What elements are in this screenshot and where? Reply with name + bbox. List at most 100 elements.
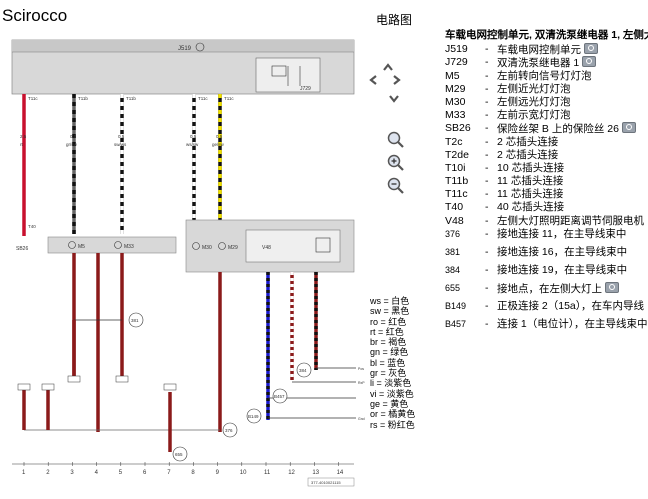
pan-right-icon[interactable] [390, 74, 402, 86]
legend-desc-text: 10 芯插头连接 [497, 161, 565, 174]
camera-icon[interactable] [621, 122, 636, 134]
legend-code: 655 [445, 282, 461, 293]
legend-desc-text: 2 芯插头连接 [497, 135, 559, 148]
svg-text:T40: T40 [28, 224, 36, 229]
box-label-m33: M33 [124, 244, 134, 250]
legend-dash: - [485, 214, 489, 227]
legend-row[interactable]: M29-左侧近光灯灯泡 [445, 83, 648, 96]
legend-row[interactable]: V48-左侧大灯照明距离调节伺服电机 [445, 215, 648, 228]
ground-b457[interactable] [272, 388, 288, 404]
legend-code: M30 [445, 95, 466, 108]
legend-desc: 连接 1（电位计），在主导线束中 [497, 318, 648, 331]
ground-b149-label: B149 [248, 414, 259, 419]
legend-code: J519 [445, 43, 468, 56]
color-key-item: rt = 红色 [370, 326, 404, 337]
ground-b149[interactable] [246, 408, 262, 424]
ground-376[interactable] [222, 422, 238, 438]
conn-label-1: T11c [28, 96, 38, 101]
svg-text:sw/ws: sw/ws [114, 142, 127, 147]
ground-b457-label: B457 [274, 394, 285, 399]
legend-row[interactable]: T40-40 芯插头连接 [445, 201, 648, 214]
legend-row[interactable]: T10i-10 芯插头连接 [445, 162, 648, 175]
ground-384[interactable] [296, 362, 312, 378]
ground-655[interactable] [172, 446, 188, 462]
track-number: 7 [167, 470, 171, 476]
box-label-m5: M5 [78, 244, 85, 250]
color-key-item: gn = 绿色 [370, 347, 409, 358]
ground-381[interactable] [128, 312, 144, 328]
legend-row[interactable]: T11c-11 芯插头连接 [445, 188, 648, 201]
track-number: 3 [70, 470, 74, 476]
pan-up-icon[interactable] [382, 62, 394, 74]
color-key-item: ge = 黄色 [370, 398, 409, 409]
track-number: 10 [240, 470, 247, 476]
legend-dash: - [485, 135, 489, 148]
conn-label-4: T11c [198, 96, 208, 101]
legend-row[interactable]: B457-连接 1（电位计），在主导线束中 [445, 318, 648, 336]
svg-text:ws/sw: ws/sw [186, 142, 199, 147]
legend-row[interactable]: B149-正极连接 2（15a），在车内导线 [445, 300, 648, 318]
legend-code: 376 [445, 228, 461, 239]
side-label-gnd: Gnd [358, 417, 365, 421]
legend-desc: 10 芯插头连接 [497, 162, 564, 175]
legend-row[interactable]: 381-接地连接 16，在主导线束中 [445, 246, 648, 264]
svg-text:0.5: 0.5 [70, 134, 77, 139]
zoom-in-icon[interactable] [386, 153, 406, 173]
legend-row[interactable]: T2c-2 芯插头连接 [445, 136, 648, 149]
pan-left-icon[interactable] [368, 74, 380, 86]
legend-dash: - [485, 82, 489, 95]
legend-desc-text: 11 芯插头连接 [497, 175, 564, 188]
legend-desc: 接地连接 19，在主导线束中 [497, 264, 627, 277]
legend-row[interactable]: T2de-2 芯插头连接 [445, 149, 648, 162]
legend-row[interactable]: T11b-11 芯插头连接 [445, 175, 648, 188]
legend-row[interactable]: M5-左前转向信号灯灯泡 [445, 70, 648, 83]
pan-down-icon[interactable] [388, 92, 400, 104]
ground-376-label: 376 [225, 428, 233, 433]
legend-desc: 左前转向信号灯灯泡 [497, 70, 592, 83]
side-label-pos: Pos [358, 367, 364, 371]
legend-dash: - [485, 175, 489, 188]
component-box-m5-m33[interactable] [47, 236, 177, 254]
legend-dash: - [485, 43, 489, 56]
svg-text:0.5: 0.5 [190, 134, 197, 139]
legend-desc: 车载电网控制单元 [497, 43, 598, 57]
conn-label-3: T11b [126, 96, 136, 101]
color-key-item: sw = 黑色 [370, 306, 410, 317]
color-key-item: gr = 灰色 [370, 368, 407, 379]
legend-row[interactable]: SB26-保险丝架 B 上的保险丝 26 [445, 122, 648, 135]
legend-dash: - [485, 227, 489, 240]
zoom-fit-icon[interactable] [386, 130, 406, 150]
legend-desc: 左侧大灯照明距离调节伺服电机 [497, 215, 644, 228]
track-number: 1 [22, 470, 26, 476]
svg-text:0.5: 0.5 [118, 134, 125, 139]
camera-icon[interactable] [584, 43, 598, 55]
camera-icon[interactable] [605, 281, 619, 293]
legend-desc-text: 左侧大灯照明距离调节伺服电机 [497, 214, 644, 227]
legend-desc: 左侧近光灯灯泡 [497, 83, 571, 96]
side-label-rxp: RxP [358, 381, 365, 385]
conn-label-5: T11c [224, 96, 234, 101]
legend-code: T11c [445, 188, 468, 201]
legend-row[interactable]: 655-接地点，在左侧大灯上 [445, 281, 648, 300]
legend-dash: - [485, 201, 489, 214]
legend-dash: - [485, 148, 489, 161]
legend-desc-text: 接地连接 19，在主导线束中 [497, 263, 628, 276]
legend-row[interactable]: M30-左侧远光灯灯泡 [445, 96, 648, 109]
track-number: 2 [46, 470, 50, 476]
track-number: 11 [264, 470, 271, 476]
legend-row[interactable]: 384-接地连接 19，在主导线束中 [445, 264, 648, 282]
track-number: 4 [95, 470, 99, 476]
legend-code: B457 [445, 318, 467, 329]
legend-desc-text: 接地连接 16，在主导线束中 [497, 245, 628, 258]
legend-desc: 接地连接 11，在主导线束中 [497, 228, 626, 241]
track-number: 5 [119, 470, 123, 476]
legend-row[interactable]: M33-左前示宽灯灯泡 [445, 109, 648, 122]
legend-code: T2de [445, 148, 469, 161]
zoom-out-icon[interactable] [386, 176, 406, 196]
color-key-item: vi = 淡紫色 [370, 388, 414, 399]
legend-desc: 左前示宽灯灯泡 [497, 109, 571, 122]
legend-row[interactable]: J729-双清洗泵继电器 1 [445, 56, 648, 69]
camera-icon[interactable] [582, 56, 597, 68]
legend-row[interactable]: J519 -车载电网控制单元 [445, 43, 648, 56]
legend-row[interactable]: 376 -接地连接 11，在主导线束中 [445, 228, 648, 246]
